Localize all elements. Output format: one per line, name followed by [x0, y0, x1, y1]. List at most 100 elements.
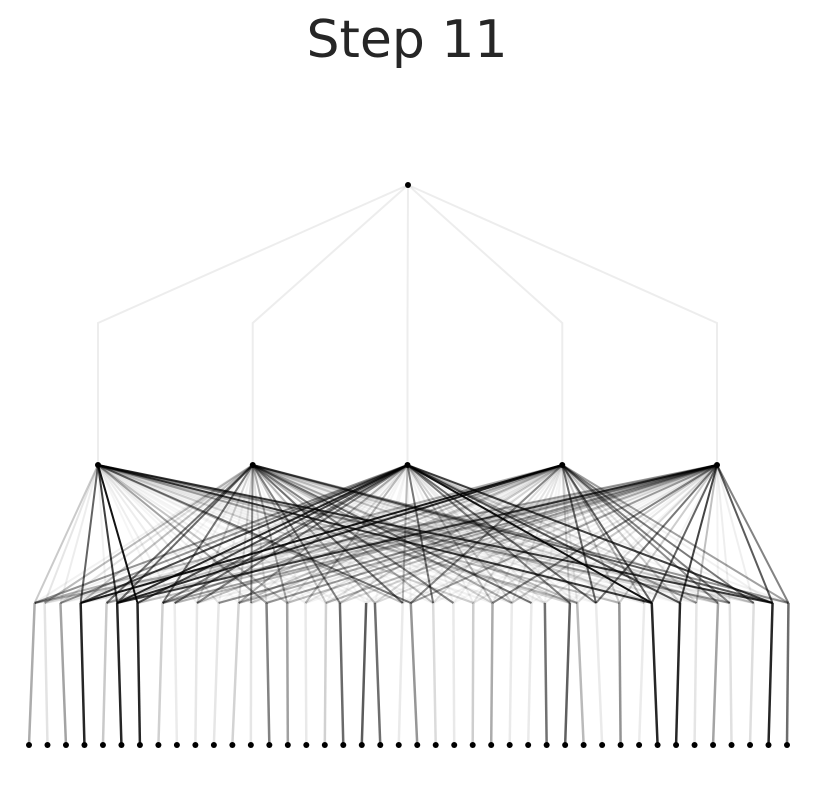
hidden-node: [714, 462, 720, 468]
mid-edge: [252, 464, 571, 604]
mid-edge: [97, 464, 620, 604]
mid-edge: [530, 464, 564, 604]
mid-edge: [252, 464, 412, 604]
mid-edge: [251, 464, 307, 604]
leaf-edge: [674, 602, 682, 746]
hidden-node: [249, 462, 256, 468]
leaf-edge: [575, 602, 585, 746]
mid-edge: [97, 464, 108, 604]
mid-edge: [402, 464, 718, 604]
mid-edge: [174, 464, 563, 604]
leaf-node: [654, 742, 661, 748]
leaf-edge: [594, 602, 604, 746]
mid-edge: [252, 464, 532, 604]
root-edge: [407, 184, 718, 465]
leaf-node: [784, 742, 790, 748]
mid-edge: [374, 464, 563, 604]
leaf-node: [99, 742, 106, 748]
leaf-edge: [115, 602, 123, 746]
mid-edge: [80, 464, 718, 604]
mid-edge: [252, 464, 597, 604]
mid-edge: [576, 464, 718, 604]
mid-edge: [252, 464, 789, 604]
mid-edge: [174, 464, 718, 604]
mid-edge: [266, 464, 563, 604]
mid-edge: [252, 464, 697, 604]
mid-edge: [325, 464, 563, 604]
mid-edge: [286, 464, 409, 604]
mid-edge: [716, 464, 755, 604]
mid-edge: [44, 464, 408, 604]
mid-edge: [325, 464, 718, 604]
mid-edge: [33, 464, 99, 604]
mid-edge: [80, 464, 254, 604]
mid-edge: [34, 464, 408, 604]
mid-edge: [491, 464, 564, 604]
mid-edge: [252, 464, 681, 604]
mid-edge: [304, 464, 409, 604]
leaf-edge: [373, 602, 382, 746]
mid-edge: [97, 464, 412, 604]
leaf-node: [229, 742, 236, 748]
leaf-edge: [304, 602, 308, 746]
mid-edge: [452, 464, 564, 604]
mid-edge: [237, 464, 254, 604]
mid-edge: [161, 464, 254, 604]
mid-edge: [561, 464, 579, 604]
mid-edge: [218, 464, 718, 604]
nodes-layer: [26, 182, 790, 748]
root-node: [405, 182, 411, 188]
mid-edge: [196, 464, 718, 604]
mid-edge: [561, 464, 731, 604]
mid-edge: [407, 464, 731, 604]
leaf-edge: [265, 602, 271, 746]
leaf-edge: [79, 602, 86, 746]
leaf-edge: [563, 602, 572, 746]
mid-edge: [238, 464, 563, 604]
mid-edge: [97, 464, 571, 604]
leaf-node: [81, 742, 88, 748]
mid-edge: [173, 464, 254, 604]
leaf-node: [617, 742, 624, 748]
leaf-node: [543, 742, 550, 748]
mid-edge: [365, 464, 563, 604]
mid-edge: [406, 464, 513, 604]
mid-edge: [406, 464, 435, 604]
mid-edge: [561, 464, 571, 604]
mid-edge: [97, 464, 252, 604]
mid-edge: [251, 464, 327, 604]
mid-edge: [406, 464, 546, 604]
mid-edge: [406, 464, 412, 604]
mid-edge: [252, 464, 546, 604]
mid-edge: [44, 464, 718, 604]
mid-edge: [407, 464, 755, 604]
leaf-edge: [157, 602, 164, 746]
mid-edge: [116, 464, 718, 604]
mid-edge: [252, 464, 376, 604]
mid-edge: [97, 464, 164, 604]
mid-edge: [196, 464, 254, 604]
leaf-node: [62, 742, 69, 748]
mid-edge: [251, 464, 341, 604]
mid-edge: [97, 464, 653, 604]
mid-edge: [80, 464, 408, 604]
mid-edge: [44, 464, 254, 604]
mid-edge: [116, 464, 254, 604]
leaf-node: [691, 742, 698, 748]
mid-edge: [252, 464, 773, 604]
mid-edge: [97, 464, 119, 604]
leaf-node: [247, 742, 254, 748]
mid-edge: [695, 464, 718, 604]
mid-edge: [97, 464, 681, 604]
mid-edge: [511, 464, 718, 604]
mid-edge: [250, 464, 563, 604]
leaf-edge: [231, 602, 240, 746]
mid-edge: [59, 464, 99, 604]
mid-edge: [252, 464, 645, 604]
leaf-node: [395, 742, 402, 748]
mid-edge: [97, 464, 434, 604]
mid-edge: [406, 464, 571, 604]
leaf-node: [580, 742, 587, 748]
mid-edge: [407, 464, 789, 604]
mid-edge: [716, 464, 790, 604]
